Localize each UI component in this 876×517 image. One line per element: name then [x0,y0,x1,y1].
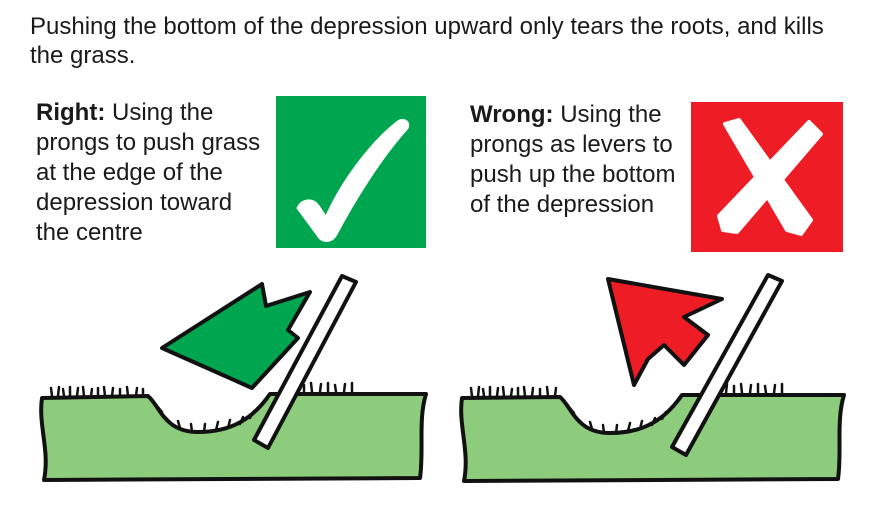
wrong-caption: Wrong: Using the prongs as levers to pus… [470,100,690,220]
grass-tufts [469,382,784,435]
aerator-prong [670,273,784,457]
right-caption: Right: Using the prongs to push grass at… [36,98,261,248]
aerator-prong [252,274,358,450]
wrong-label: Wrong: [470,101,554,128]
intro-text: Pushing the bottom of the depression upw… [30,13,824,69]
turf-block [39,392,428,482]
wrong-method-illustration [459,273,846,483]
wrong-badge [691,102,843,252]
right-method-illustration [39,274,428,482]
check-icon [296,118,410,242]
right-arrow [160,282,312,390]
wrong-description: Using the prongs as levers to push up th… [470,101,676,218]
right-description: Using the prongs to push grass at the ed… [36,99,261,246]
wrong-arrow [606,277,724,387]
right-label: Right: [36,99,106,126]
right-badge [276,96,426,248]
turf-block [459,393,846,483]
cross-icon [717,118,823,236]
